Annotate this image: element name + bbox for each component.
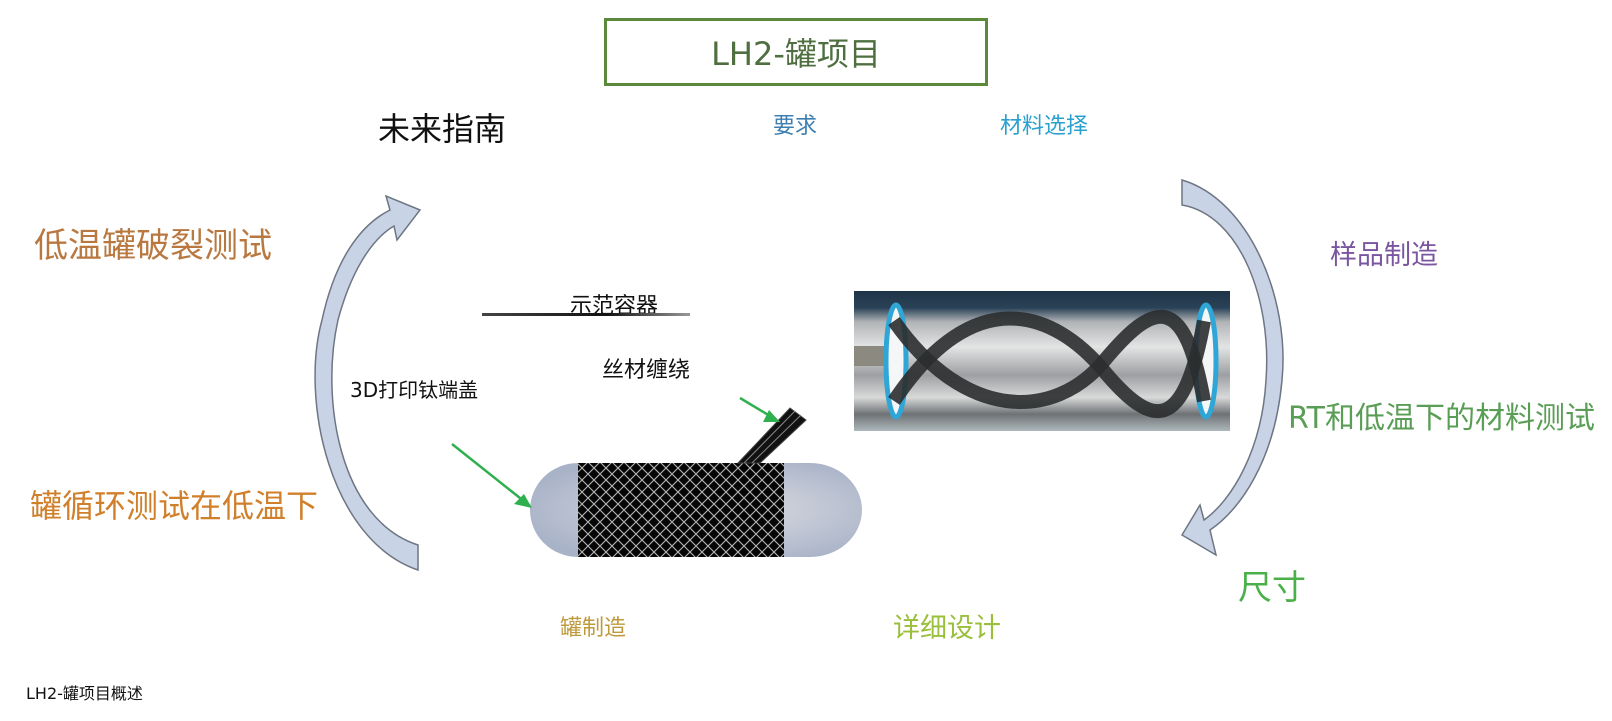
end-cap-pointer-icon — [451, 443, 532, 508]
stage-sample-manufacturing: 样品制造 — [1330, 240, 1438, 271]
page-title: LH2-罐项目 — [711, 35, 881, 73]
filament-winding-label: 丝材缠绕 — [602, 358, 691, 383]
stage-material-testing: RT和低温下的材料测试 — [1288, 401, 1595, 436]
stage-cryo-cycle-test: 罐循环测试在低温下 — [30, 487, 319, 525]
filament-pointer-icon — [739, 396, 780, 422]
filament-winding-photo — [854, 291, 1230, 431]
stage-material-selection: 材料选择 — [1000, 114, 1089, 139]
wound-cylinder-graphic — [854, 302, 1219, 420]
title-box: LH2-罐项目 — [604, 18, 988, 86]
end-cap-label: 3D打印钛端盖 — [350, 378, 479, 402]
demo-vessel-underline — [482, 313, 690, 316]
stage-sizing: 尺寸 — [1238, 568, 1306, 608]
stage-detailed-design: 详细设计 — [893, 613, 1001, 644]
demo-vessel-icon — [530, 407, 862, 557]
stage-requirements: 要求 — [773, 114, 818, 139]
stage-tank-manufacturing: 罐制造 — [560, 616, 627, 641]
stage-future-guidance: 未来指南 — [378, 110, 507, 148]
stage-cryo-burst-test: 低温罐破裂测试 — [34, 226, 272, 266]
figure-caption: LH2-罐项目概述 — [26, 684, 143, 703]
